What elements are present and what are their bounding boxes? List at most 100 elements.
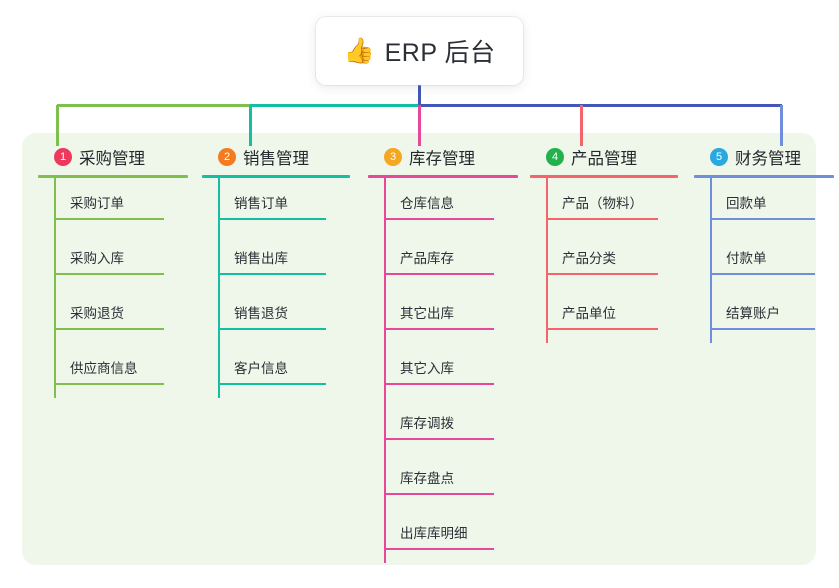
leaf-node-label: 回款单	[726, 196, 767, 211]
branch-header-3[interactable]: 3 库存管理	[368, 145, 518, 169]
thumbs-up-icon: 👍	[343, 36, 375, 65]
leaf-node-underline	[546, 328, 658, 330]
leaf-node-label: 供应商信息	[70, 361, 138, 376]
leaf-node-underline	[384, 383, 494, 385]
leaf-node-underline	[218, 218, 326, 220]
branch-underline	[694, 175, 834, 178]
leaf-node-underline	[218, 383, 326, 385]
leaf-node[interactable]: 结算账户	[694, 288, 834, 343]
leaf-node-underline	[54, 218, 164, 220]
leaf-node-label: 产品分类	[562, 251, 616, 266]
branch-number-badge: 4	[546, 148, 564, 166]
leaf-node[interactable]: 出库库明细	[368, 508, 518, 563]
branch-spine	[546, 178, 548, 343]
leaf-node-label: 结算账户	[726, 306, 780, 321]
leaf-node-label: 付款单	[726, 251, 767, 266]
branch-number-badge: 2	[218, 148, 236, 166]
leaf-node[interactable]: 采购订单	[38, 178, 188, 233]
branch-title: 库存管理	[409, 150, 475, 168]
leaf-node-underline	[54, 383, 164, 385]
root-node-title: ERP 后台	[384, 39, 496, 67]
leaf-node-label: 采购退货	[70, 306, 124, 321]
leaf-node-label: 库存调拨	[400, 416, 454, 431]
leaf-node[interactable]: 销售出库	[202, 233, 350, 288]
branch-spine	[710, 178, 712, 343]
branch-column-2: 2 销售管理销售订单销售出库销售退货客户信息	[202, 145, 350, 398]
leaf-node-label: 产品库存	[400, 251, 454, 266]
branch-title: 财务管理	[735, 150, 801, 168]
branch-header-4[interactable]: 4 产品管理	[530, 145, 678, 169]
leaf-node[interactable]: 采购入库	[38, 233, 188, 288]
leaf-node-label: 其它入库	[400, 361, 454, 376]
leaf-node[interactable]: 其它入库	[368, 343, 518, 398]
leaf-node-underline	[546, 218, 658, 220]
branch-number-badge: 1	[54, 148, 72, 166]
leaf-node[interactable]: 供应商信息	[38, 343, 188, 398]
leaf-node-label: 仓库信息	[400, 196, 454, 211]
leaf-node-underline	[384, 493, 494, 495]
branch-column-3: 3 库存管理仓库信息产品库存其它出库其它入库库存调拨库存盘点出库库明细	[368, 145, 518, 563]
branch-item-list: 采购订单采购入库采购退货供应商信息	[38, 178, 188, 398]
branch-title: 销售管理	[243, 150, 309, 168]
leaf-node-underline	[710, 328, 815, 330]
leaf-node-label: 产品（物料）	[562, 196, 643, 211]
leaf-node-underline	[218, 328, 326, 330]
leaf-node-label: 库存盘点	[400, 471, 454, 486]
leaf-node-label: 客户信息	[234, 361, 288, 376]
branch-column-1: 1 采购管理采购订单采购入库采购退货供应商信息	[38, 145, 188, 398]
branch-header-2[interactable]: 2 销售管理	[202, 145, 350, 169]
branch-item-list: 销售订单销售出库销售退货客户信息	[202, 178, 350, 398]
branch-item-list: 仓库信息产品库存其它出库其它入库库存调拨库存盘点出库库明细	[368, 178, 518, 563]
branch-column-4: 4 产品管理产品（物料） 产品分类产品单位	[530, 145, 678, 343]
leaf-node-label: 采购入库	[70, 251, 124, 266]
leaf-node[interactable]: 仓库信息	[368, 178, 518, 233]
root-node-card[interactable]: 👍 ERP 后台	[316, 17, 523, 85]
leaf-node-label: 采购订单	[70, 196, 124, 211]
leaf-node[interactable]: 销售订单	[202, 178, 350, 233]
branch-header-5[interactable]: 5 财务管理	[694, 145, 834, 169]
branch-title: 产品管理	[571, 150, 637, 168]
branch-title: 采购管理	[79, 150, 145, 168]
leaf-node-underline	[546, 273, 658, 275]
leaf-node-label: 销售出库	[234, 251, 288, 266]
branch-underline	[530, 175, 678, 178]
leaf-node[interactable]: 销售退货	[202, 288, 350, 343]
branch-item-list: 产品（物料） 产品分类产品单位	[530, 178, 678, 343]
leaf-node[interactable]: 库存盘点	[368, 453, 518, 508]
leaf-node[interactable]: 产品分类	[530, 233, 678, 288]
branch-underline	[202, 175, 350, 178]
leaf-node[interactable]: 付款单	[694, 233, 834, 288]
leaf-node-underline	[54, 273, 164, 275]
leaf-node[interactable]: 库存调拨	[368, 398, 518, 453]
leaf-node-underline	[384, 438, 494, 440]
leaf-node-underline	[218, 273, 326, 275]
leaf-node-underline	[384, 273, 494, 275]
leaf-node-label: 销售退货	[234, 306, 288, 321]
branch-underline	[38, 175, 188, 178]
branch-number-badge: 5	[710, 148, 728, 166]
leaf-node-label: 出库库明细	[400, 526, 468, 541]
leaf-node-underline	[384, 218, 494, 220]
branch-column-5: 5 财务管理回款单付款单结算账户	[694, 145, 834, 343]
branch-number-badge: 3	[384, 148, 402, 166]
leaf-node[interactable]: 其它出库	[368, 288, 518, 343]
leaf-node[interactable]: 产品单位	[530, 288, 678, 343]
leaf-node[interactable]: 客户信息	[202, 343, 350, 398]
leaf-node[interactable]: 采购退货	[38, 288, 188, 343]
leaf-node-underline	[384, 328, 494, 330]
branch-spine	[54, 178, 56, 398]
branch-header-1[interactable]: 1 采购管理	[38, 145, 188, 169]
leaf-node[interactable]: 回款单	[694, 178, 834, 233]
leaf-node[interactable]: 产品库存	[368, 233, 518, 288]
leaf-node-underline	[710, 273, 815, 275]
branch-underline	[368, 175, 518, 178]
leaf-node-label: 产品单位	[562, 306, 616, 321]
leaf-node-label: 其它出库	[400, 306, 454, 321]
branch-item-list: 回款单付款单结算账户	[694, 178, 834, 343]
leaf-node-underline	[384, 548, 494, 550]
leaf-node-underline	[54, 328, 164, 330]
leaf-node[interactable]: 产品（物料）	[530, 178, 678, 233]
branch-spine	[384, 178, 386, 563]
branch-spine	[218, 178, 220, 398]
